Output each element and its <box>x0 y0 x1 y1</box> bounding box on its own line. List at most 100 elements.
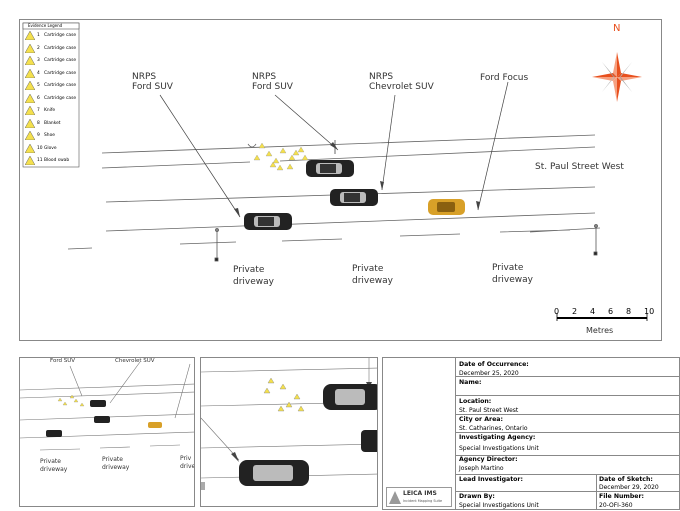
evidence-marker <box>253 154 261 161</box>
legend-item-number: 11 <box>37 158 43 163</box>
evidence-legend <box>22 22 80 168</box>
city-value: St. Catharines, Ontario <box>459 425 528 432</box>
legend-item-label: Cartridge case <box>44 45 77 51</box>
agency-value: Special Investigations Unit <box>459 445 539 452</box>
label-line: Private <box>233 265 265 275</box>
drawn-by-value: Special Investigations Unit <box>459 502 539 509</box>
label-line: Private <box>102 456 123 463</box>
file-number-value: 20-OFI-360 <box>599 502 633 509</box>
date-occurrence-label: Date of Occurrence: <box>459 361 529 368</box>
evidence-marker-icon <box>25 93 35 103</box>
label-line: driveway <box>102 464 130 471</box>
scale-tick-label: 8 <box>626 307 632 316</box>
divider <box>455 358 456 509</box>
label-line: drive <box>180 463 195 470</box>
legend-item-number: 6 <box>37 95 40 101</box>
label-line: driveway <box>233 277 274 287</box>
label-line: NRPS <box>369 72 394 82</box>
legend-item-number: 7 <box>37 108 40 113</box>
evidence-marker <box>292 149 300 156</box>
legend-item-label: Shoe <box>44 133 55 138</box>
evidence-marker-icon <box>25 56 35 65</box>
label-line: Priv <box>180 455 192 462</box>
legend-item-number: 8 <box>37 120 40 126</box>
inset-overview-drawing <box>20 361 194 451</box>
legend-item-number: 4 <box>37 70 40 76</box>
label-line: driveway <box>40 466 68 473</box>
compass-rose <box>592 52 642 102</box>
compass-north-label: N <box>613 23 621 34</box>
divider <box>455 474 679 475</box>
sketch-date-value: December 29, 2020 <box>599 484 659 491</box>
date-occurrence-value: December 25, 2020 <box>459 370 519 377</box>
evidence-markers <box>253 142 309 171</box>
vehicle-nrps-ford-suv-2 <box>306 160 354 177</box>
director-value: Joseph Martino <box>459 465 504 472</box>
title-block: Date of Occurrence: December 25, 2020 Na… <box>382 357 680 510</box>
logo-title: LEICA IMS <box>403 490 437 497</box>
vehicle-nrps-chevrolet-suv <box>330 189 378 206</box>
evidence-marker-icon <box>25 106 35 115</box>
scale-tick-label: 4 <box>590 307 596 316</box>
label-line: driveway <box>352 276 393 286</box>
drawn-by-label: Drawn By: <box>459 493 495 500</box>
name-label: Name: <box>459 379 482 386</box>
file-number-label: File Number: <box>599 493 645 500</box>
inset-label-driveway-3: Priv drive <box>180 455 195 471</box>
city-label: City or Area: <box>459 416 503 423</box>
label-driveway-3: Private driveway <box>492 262 533 286</box>
legend-item-label: Glove <box>44 145 57 151</box>
leader-lines <box>159 81 509 218</box>
divider <box>455 376 679 377</box>
lead-investigator-label: Lead Investigator: <box>459 476 523 483</box>
evidence-marker-icon <box>25 68 35 78</box>
inset-detail-drawing <box>201 358 377 490</box>
leader-arrows <box>234 142 480 217</box>
evidence-marker <box>258 142 266 149</box>
evidence-marker <box>276 164 284 171</box>
label-line: NRPS <box>252 72 277 82</box>
label-line: driveway <box>492 275 533 285</box>
location-label: Location: <box>459 398 492 405</box>
label-line: Ford SUV <box>252 82 293 92</box>
divider <box>455 432 679 433</box>
evidence-marker-icon <box>25 118 35 128</box>
legend-item-label: Knife <box>44 108 56 113</box>
label-line: Chevrolet SUV <box>369 82 434 92</box>
label-driveway-1: Private driveway <box>233 264 274 288</box>
signpost-2 <box>593 224 598 256</box>
legend-item-number: 1 <box>37 33 40 38</box>
inset-label-driveway-1: Private driveway <box>40 458 67 474</box>
scale-unit: Metres <box>586 326 614 335</box>
scale-tick-label: 2 <box>572 307 578 316</box>
label-nrps-ford-suv-2: NRPS Ford SUV <box>252 72 293 92</box>
legend-title: Evidence Legend <box>28 23 63 28</box>
evidence-marker <box>272 157 280 164</box>
logo-subtitle: Incident Mapping Suite <box>403 499 443 503</box>
evidence-marker-icon <box>25 131 35 140</box>
legend-item-label: Cartridge case <box>44 95 77 101</box>
vehicle-nrps-ford-suv-1 <box>244 213 292 230</box>
scale-tick-label: 0 <box>554 307 560 316</box>
director-label: Agency Director: <box>459 456 518 463</box>
evidence-marker-icon <box>25 31 35 40</box>
legend-item-label: Blanket <box>44 120 61 126</box>
evidence-marker <box>269 161 277 168</box>
evidence-marker-icon <box>25 156 35 165</box>
label-line: Private <box>40 458 61 465</box>
label-ford-focus: Ford Focus <box>480 73 529 83</box>
leica-logo: LEICA IMS Incident Mapping Suite <box>386 487 452 507</box>
scale-tick-label: 10 <box>644 307 655 316</box>
legend-item-label: Cartridge case <box>44 70 77 76</box>
legend-item-number: 2 <box>37 45 40 51</box>
evidence-marker <box>265 150 273 157</box>
label-line: Private <box>352 264 384 274</box>
legend-item-label: Cartridge case <box>44 33 77 38</box>
inset-detail <box>200 357 378 507</box>
legend-item-number: 10 <box>37 145 43 151</box>
inset-overview: Ford SUV Chevrolet SUV Private driveway … <box>19 357 195 507</box>
scene-drawing <box>22 22 648 321</box>
divider <box>455 455 679 456</box>
signpost-1 <box>214 228 219 262</box>
